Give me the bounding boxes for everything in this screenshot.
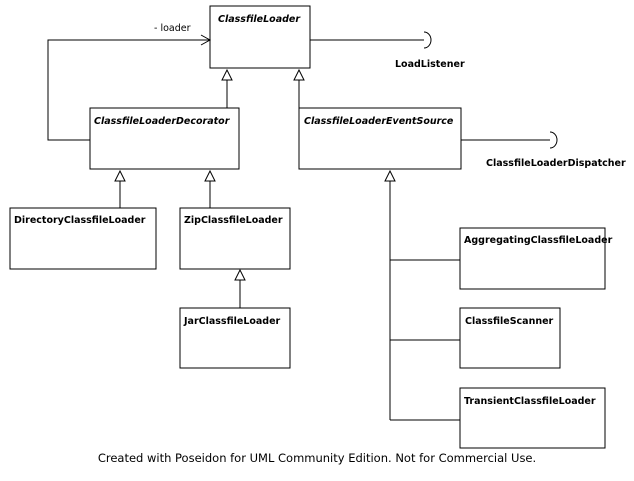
class-name: ClassfileLoader	[218, 14, 301, 25]
interface-label-load-listener: LoadListener	[395, 59, 465, 70]
class-transient-classfile-loader[interactable]: TransientClassfileLoader	[459, 387, 606, 449]
class-name: DirectoryClassfileLoader	[14, 215, 146, 226]
class-name: JarClassfileLoader	[183, 316, 281, 327]
class-name: AggregatingClassfileLoader	[464, 235, 613, 246]
class-classfile-loader-decorator[interactable]: ClassfileLoaderDecorator	[89, 107, 240, 170]
watermark-footer: Created with Poseidon for UML Community …	[98, 451, 536, 465]
class-classfile-scanner[interactable]: ClassfileScanner	[459, 307, 561, 369]
class-classfile-loader[interactable]: ClassfileLoader	[209, 5, 311, 69]
generalization-jar	[234, 268, 246, 308]
class-name: ClassfileScanner	[465, 316, 554, 327]
association-loader	[47, 34, 212, 141]
generalization-zip	[204, 169, 216, 208]
class-directory-classfile-loader[interactable]: DirectoryClassfileLoader	[9, 207, 157, 270]
generalization-directory	[114, 169, 126, 208]
class-jar-classfile-loader[interactable]: JarClassfileLoader	[179, 307, 291, 369]
generalization-event-source-subclasses	[384, 169, 460, 421]
class-classfile-loader-event-source[interactable]: ClassfileLoaderEventSource	[298, 107, 462, 170]
interface-load-listener	[310, 31, 432, 49]
class-zip-classfile-loader[interactable]: ZipClassfileLoader	[179, 207, 291, 270]
class-name: ZipClassfileLoader	[184, 215, 283, 226]
interface-classfile-loader-dispatcher	[461, 131, 558, 149]
generalization-decorator	[221, 68, 233, 108]
class-name: TransientClassfileLoader	[464, 396, 596, 407]
interface-label-classfile-loader-dispatcher: ClassfileLoaderDispatcher	[486, 158, 626, 169]
class-name: ClassfileLoaderDecorator	[94, 116, 231, 127]
class-name: ClassfileLoaderEventSource	[304, 116, 454, 127]
association-role-label: - loader	[154, 23, 191, 34]
class-aggregating-classfile-loader[interactable]: AggregatingClassfileLoader	[459, 227, 613, 290]
generalization-event-source	[293, 68, 305, 108]
